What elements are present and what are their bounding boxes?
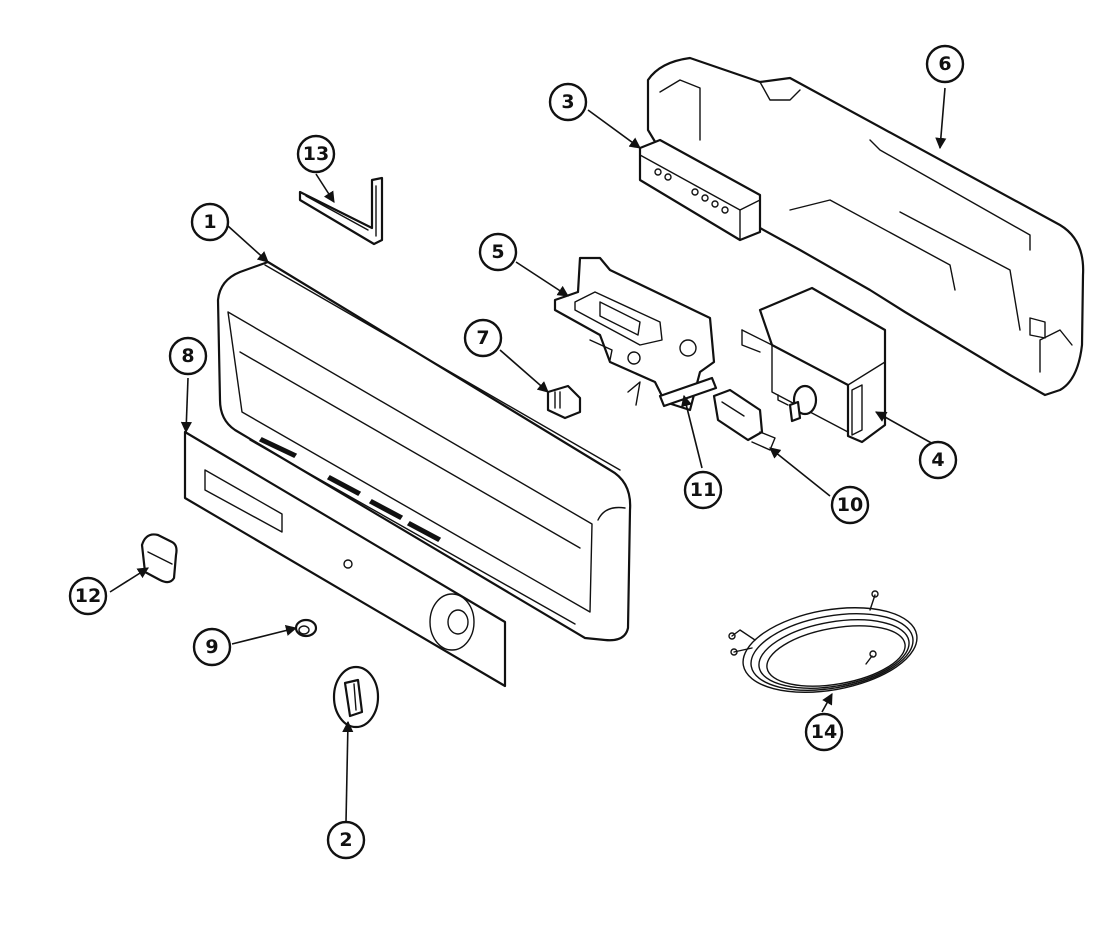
part-5-bracket: [553, 256, 716, 412]
callout-14: 14: [804, 712, 844, 752]
callout-10: 10: [830, 485, 870, 525]
callout-13: 13: [296, 134, 336, 174]
part-3-switch-block: [638, 138, 762, 242]
leader-lines: [109, 87, 947, 823]
callout-14-label: 14: [811, 721, 837, 743]
callout-2-label: 2: [339, 829, 352, 851]
callout-4: 4: [918, 440, 958, 480]
callout-11: 11: [683, 470, 723, 510]
part-6-rear-cover: [646, 56, 1085, 397]
part-4-timer: [741, 286, 887, 444]
callout-7-label: 7: [476, 327, 489, 349]
part-12-button: [140, 533, 178, 584]
callout-13-label: 13: [303, 143, 329, 165]
callout-12-label: 12: [75, 585, 101, 607]
part-9-cap: [294, 618, 318, 638]
callout-6-label: 6: [938, 53, 951, 75]
part-14-coiled-wire: [728, 590, 918, 693]
part-11-bar: [658, 376, 718, 408]
callout-6: 6: [925, 44, 965, 84]
callout-7: 7: [463, 318, 503, 358]
callout-4-label: 4: [931, 449, 944, 471]
callout-12: 12: [68, 576, 108, 616]
callout-3: 3: [548, 82, 588, 122]
callout-1: 1: [190, 202, 230, 242]
callout-3-label: 3: [561, 91, 574, 113]
part-13-bracket: [298, 176, 384, 246]
callout-11-label: 11: [690, 479, 716, 501]
part-2-knob: [332, 665, 380, 729]
part-7-small-switch: [546, 384, 582, 420]
part-1-control-panel: [216, 260, 632, 642]
callout-5-label: 5: [491, 241, 504, 263]
callout-2: 2: [326, 820, 366, 860]
callout-8: 8: [168, 336, 208, 376]
callout-10-label: 10: [837, 494, 863, 516]
callout-9: 9: [192, 627, 232, 667]
callout-5: 5: [478, 232, 518, 272]
callouts: 1 2 3 4 5 6 7 8: [68, 44, 965, 860]
callout-8-label: 8: [181, 345, 194, 367]
callout-1-label: 1: [203, 211, 216, 233]
part-10-micro-switch: [712, 388, 776, 451]
callout-9-label: 9: [205, 636, 218, 658]
part-8-front-plate: [183, 430, 507, 688]
